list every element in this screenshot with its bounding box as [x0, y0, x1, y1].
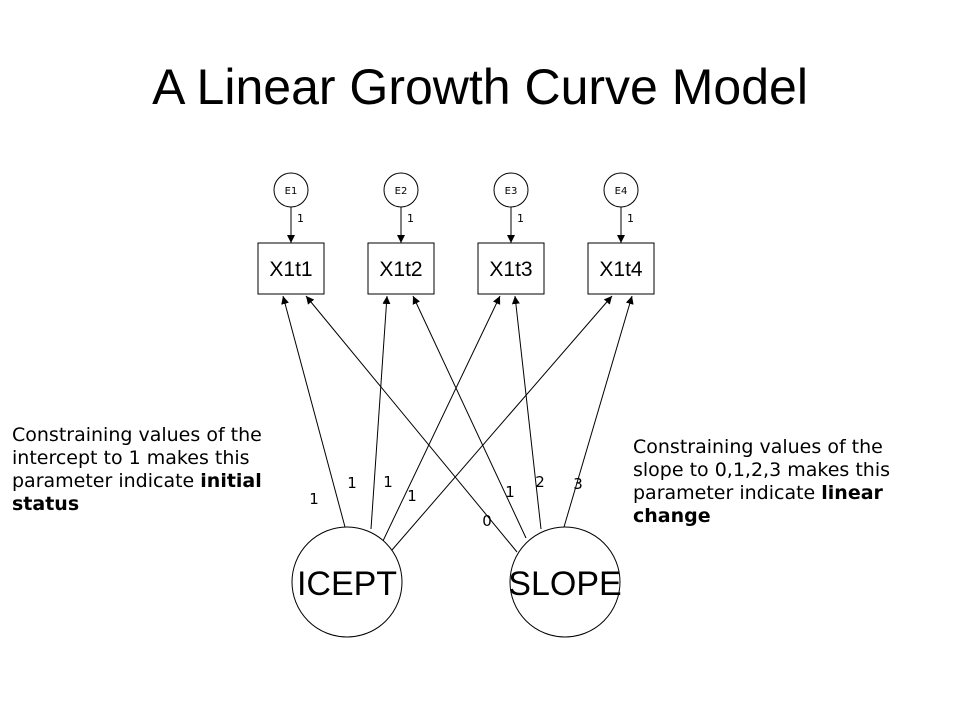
error-circle-e3 — [493, 172, 529, 208]
error-circle-e4 — [603, 172, 639, 208]
slope-path-2 — [412, 295, 527, 539]
intercept-path-4 — [391, 295, 613, 551]
error-circle-e2 — [383, 172, 419, 208]
slope-path-4 — [563, 295, 634, 528]
observed-box-x1t1 — [257, 242, 325, 295]
intercept-path-3 — [381, 295, 501, 544]
observed-label: X1t3 — [489, 258, 532, 281]
error-loading-label: 1 — [407, 212, 414, 225]
error-label: E1 — [285, 186, 298, 197]
slide-title: A Linear Growth Curve Model — [152, 59, 808, 115]
slope-loading-label: 3 — [573, 475, 583, 493]
slope-note-text: Constraining values of the slope to 0,1,… — [633, 436, 890, 504]
slope-path-1 — [305, 295, 518, 553]
error-circle-e1 — [273, 172, 309, 208]
error-label: E2 — [395, 186, 408, 197]
slope-path-3 — [511, 295, 542, 530]
slope-loading-label: 0 — [482, 512, 492, 530]
intercept-circle — [291, 526, 403, 638]
slope-note-emphasis: linear change — [633, 482, 883, 527]
intercept-loading-label: 1 — [383, 473, 393, 491]
error-loading-label: 1 — [627, 212, 634, 225]
slope-circle — [509, 526, 621, 638]
observed-box-x1t2 — [367, 242, 435, 295]
slope-note: Constraining values of the slope to 0,1,… — [633, 436, 933, 528]
error-loading-label: 1 — [297, 212, 304, 225]
observed-label: X1t4 — [599, 258, 643, 281]
error-label: E3 — [505, 186, 518, 197]
observed-box-x1t3 — [477, 242, 545, 295]
intercept-label: ICEPT — [297, 565, 397, 603]
intercept-loading-label: 1 — [309, 490, 319, 508]
observed-label: X1t2 — [379, 258, 422, 281]
slope-label: SLOPE — [508, 565, 621, 603]
error-label: E4 — [615, 186, 628, 197]
observed-label: X1t1 — [269, 258, 312, 281]
intercept-note-text: Constraining values of the intercept to … — [12, 424, 262, 492]
error-loading-label: 1 — [517, 212, 524, 225]
intercept-note-emphasis: initial status — [12, 470, 262, 515]
intercept-loading-label: 1 — [347, 474, 357, 492]
observed-box-x1t4 — [587, 242, 655, 295]
intercept-loading-label: 1 — [407, 487, 417, 505]
slope-loading-label: 1 — [505, 483, 515, 501]
intercept-path-1 — [281, 295, 346, 528]
intercept-note: Constraining values of the intercept to … — [12, 424, 292, 516]
slope-loading-label: 2 — [535, 473, 545, 491]
intercept-path-2 — [370, 295, 391, 530]
